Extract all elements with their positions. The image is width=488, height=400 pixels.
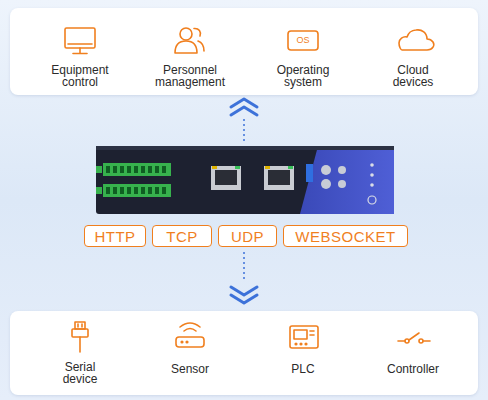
item-label: Operating system bbox=[267, 64, 339, 88]
item-label: Sensor bbox=[145, 363, 235, 375]
item-label: Serial device bbox=[55, 361, 105, 385]
protocol-box: TCP bbox=[152, 225, 212, 247]
top-panel: Equipment control Personnel management Ope… bbox=[10, 8, 478, 95]
protocol-box: WEBSOCKET bbox=[283, 225, 408, 247]
ethernet-port bbox=[211, 166, 294, 190]
antenna-ports bbox=[321, 165, 346, 189]
item-label: Equipment control bbox=[45, 64, 115, 88]
status-leds bbox=[368, 163, 376, 204]
up-arrow bbox=[231, 99, 257, 143]
protocol-box: HTTP bbox=[84, 225, 146, 247]
down-arrow bbox=[231, 252, 257, 303]
terminal-block bbox=[96, 163, 171, 197]
protocol-label: WEBSOCKET bbox=[295, 228, 395, 245]
item-label: PLC bbox=[258, 363, 348, 375]
item-label: Cloud devices bbox=[383, 64, 443, 88]
protocol-label: HTTP bbox=[94, 228, 135, 245]
item-label: Personnel management bbox=[150, 64, 230, 88]
item-label: Controller bbox=[368, 363, 458, 375]
icon-text: OS bbox=[288, 35, 318, 45]
protocol-label: UDP bbox=[231, 228, 264, 245]
bottom-panel: Serial device Sensor PLC Controller bbox=[10, 311, 478, 395]
gateway-device bbox=[96, 146, 394, 214]
protocol-label: TCP bbox=[166, 228, 198, 245]
protocol-box: UDP bbox=[218, 225, 277, 247]
usb-port bbox=[306, 164, 313, 182]
